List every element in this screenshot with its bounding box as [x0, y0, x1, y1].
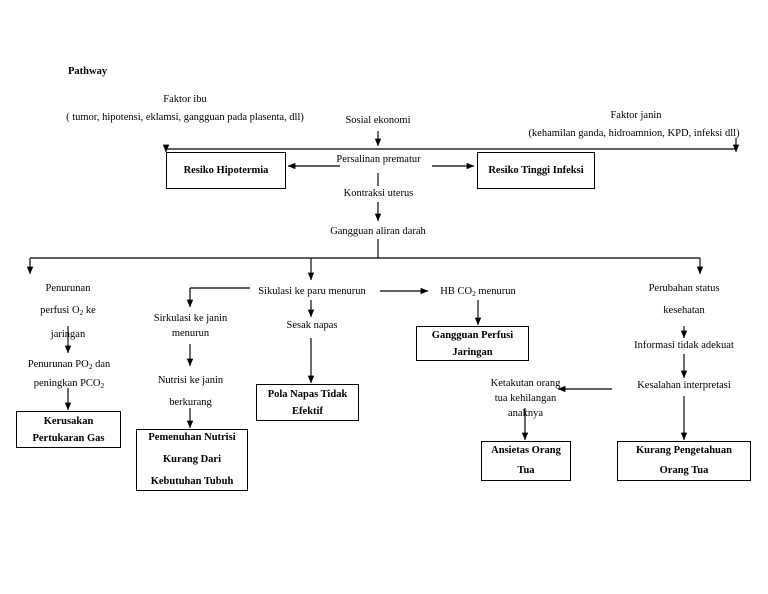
page-title: Pathway: [68, 66, 108, 77]
node-faktor-ibu-detail: ( tumor, hipotensi, eklamsi, gangguan pa…: [66, 112, 304, 123]
node-sirkulasi-janin: Sirkulasi ke janin menurun: [153, 313, 228, 339]
box-ansietas-orang-tua: Ansietas Orang Tua: [481, 441, 571, 481]
node-gangguan-aliran-darah: Gangguan aliran darah: [330, 226, 426, 237]
node-sikulasi-paru: Sikulasi ke paru menurun: [258, 286, 366, 297]
box-resiko-hipotermia: Resiko Hipotermia: [166, 152, 286, 189]
box-kerusakan-pertukaran-gas: Kerusakan Pertukaran Gas: [16, 411, 121, 448]
box-pemenuhan-nutrisi: Pemenuhan Nutrisi Kurang Dari Kebutuhan …: [136, 429, 248, 491]
box-resiko-tinggi-infeksi: Resiko Tinggi Infeksi: [477, 152, 595, 189]
node-sosial-ekonomi: Sosial ekonomi: [345, 115, 411, 126]
node-faktor-ibu: Faktor ibu: [163, 94, 207, 105]
node-informasi-tidak-adekuat: Informasi tidak adekuat: [634, 340, 734, 351]
node-faktor-janin: Faktor janin: [610, 110, 662, 121]
node-ketakutan: Ketakutan orang tua kehilangan anaknya: [490, 378, 561, 419]
box-pola-napas: Pola Napas Tidak Efektif: [256, 384, 359, 421]
box-gangguan-perfusi: Gangguan Perfusi Jaringan: [416, 326, 529, 361]
node-sesak-napas: Sesak napas: [286, 320, 338, 331]
node-perubahan-status: Perubahan status kesehatan: [648, 283, 720, 316]
node-nutrisi-janin: Nutrisi ke janin berkurang: [157, 375, 224, 408]
node-kontraksi-uterus: Kontraksi uterus: [343, 188, 414, 199]
node-hb-co2: HB CO2 menurun: [440, 286, 516, 298]
box-kurang-pengetahuan: Kurang Pengetahuan Orang Tua: [617, 441, 751, 481]
node-persalinan-prematur: Persalinan prematur: [336, 154, 421, 165]
node-kesalahan-interpretasi: Kesalahan interpretasi: [637, 380, 731, 391]
node-faktor-janin-detail: (kehamilan ganda, hidroamnion, KPD, infe…: [528, 128, 740, 139]
